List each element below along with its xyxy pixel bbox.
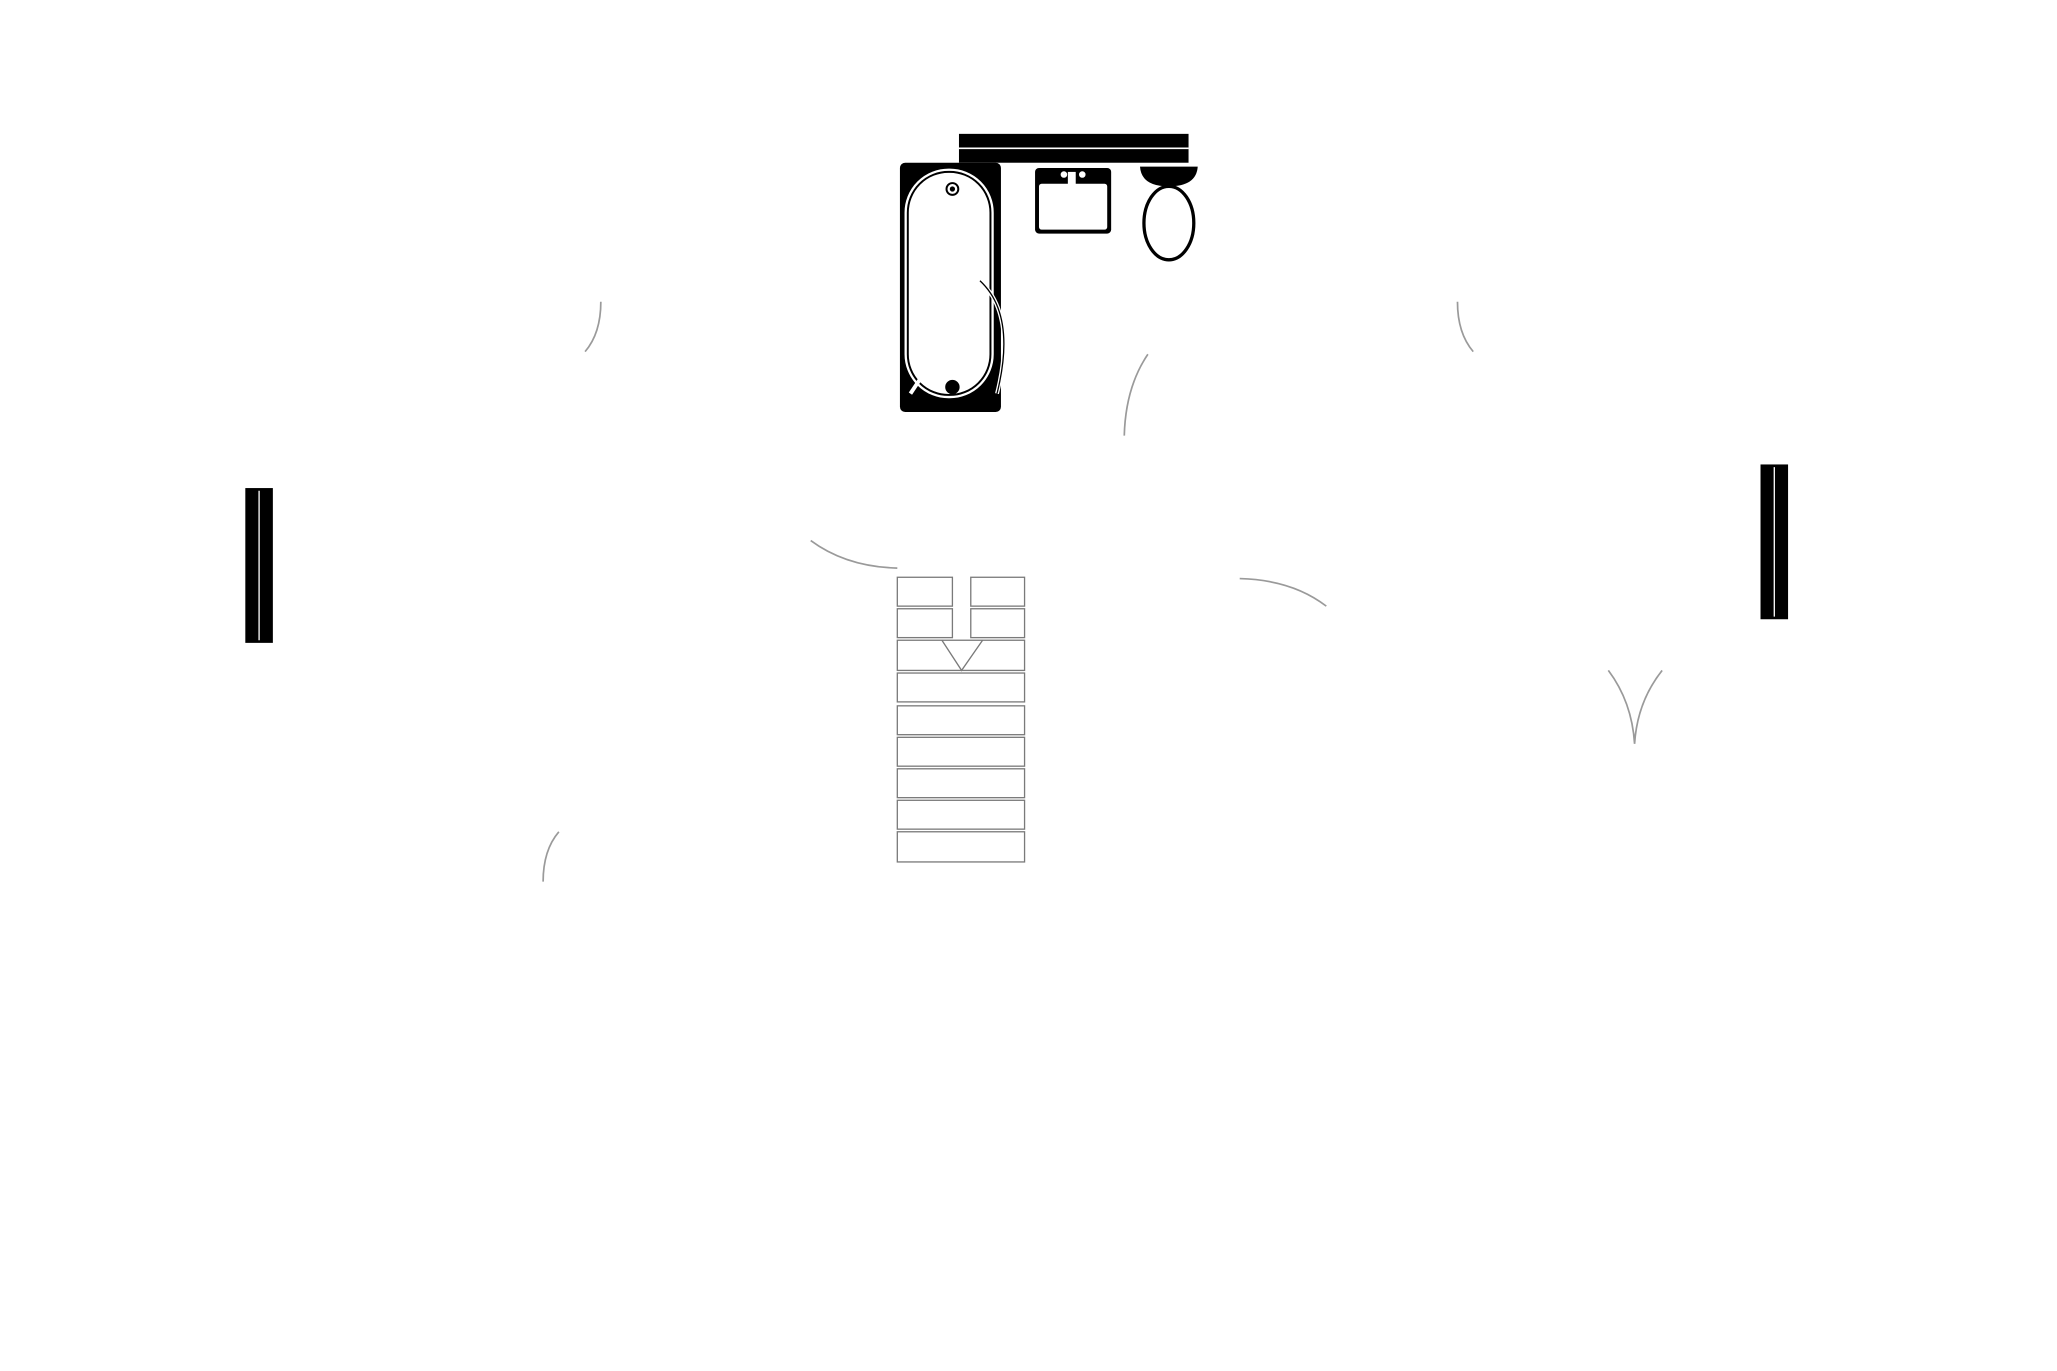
toilet-icon xyxy=(1140,166,1198,262)
bathroom-counter xyxy=(958,133,1189,163)
bathtub-icon xyxy=(899,162,1006,412)
sink-icon xyxy=(1035,167,1112,234)
window-icon xyxy=(1760,464,1789,620)
stairs-icon xyxy=(896,576,1026,863)
window-icon xyxy=(245,488,273,643)
door-swing-icon xyxy=(542,301,1663,882)
